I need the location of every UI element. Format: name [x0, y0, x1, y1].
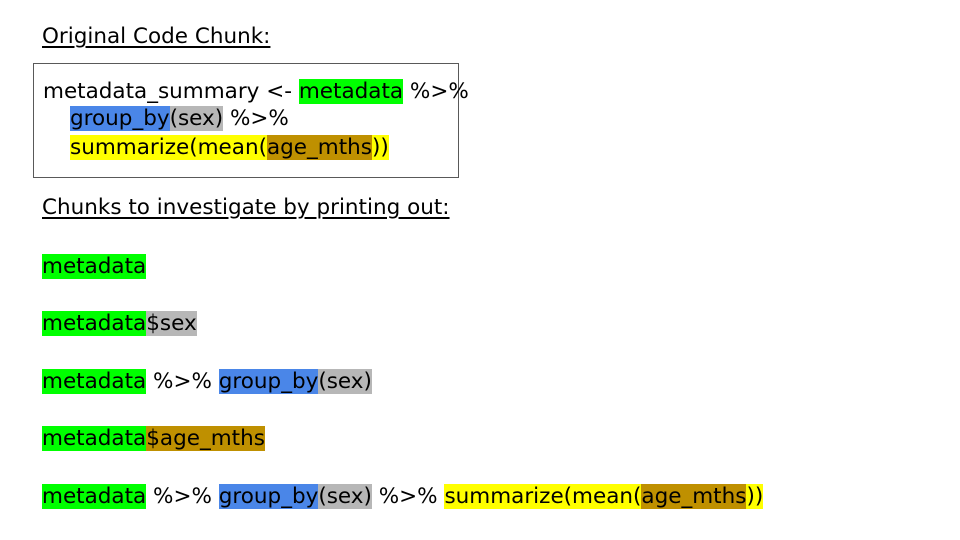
metadata-highlight: metadata: [42, 426, 147, 451]
original-code-box: metadata_summary <- metadata %>% group_b…: [33, 63, 469, 178]
group-by-highlight: group_by: [218, 369, 319, 394]
metadata-highlight: metadata: [298, 79, 404, 104]
age-mths-highlight: age_mths: [266, 135, 372, 160]
code-line-3: summarize(mean(age_mths)): [70, 135, 389, 161]
chunk-full-pipeline: metadata %>% group_by(sex) %>% summarize…: [42, 484, 764, 510]
code-assign-text: metadata_summary <-: [43, 79, 299, 104]
summarize-highlight: summarize(mean(: [70, 135, 267, 160]
summarize-close-highlight: )): [746, 484, 764, 509]
code-line-1: metadata_summary <- metadata %>%: [43, 79, 469, 105]
sex-highlight: (sex): [318, 369, 372, 394]
group-by-highlight: group_by: [218, 484, 319, 509]
summarize-highlight: summarize(mean(: [444, 484, 642, 509]
original-code-heading: Original Code Chunk:: [42, 24, 271, 49]
group-by-highlight: group_by: [70, 106, 170, 131]
sex-highlight: $sex: [146, 311, 197, 336]
metadata-highlight: metadata: [42, 311, 147, 336]
pipe-operator: %>%: [403, 79, 469, 104]
chunk-metadata-age: metadata$age_mths: [42, 426, 265, 452]
age-mths-highlight: age_mths: [641, 484, 747, 509]
chunk-group-by: metadata %>% group_by(sex): [42, 369, 372, 395]
summarize-close-highlight: )): [371, 135, 389, 160]
pipe-operator: %>%: [146, 484, 219, 509]
metadata-highlight: metadata: [42, 254, 147, 279]
code-line-2: group_by(sex) %>%: [70, 106, 289, 132]
chunk-metadata: metadata: [42, 254, 147, 280]
pipe-operator: %>%: [146, 369, 219, 394]
chunks-heading: Chunks to investigate by printing out:: [42, 195, 450, 220]
age-mths-highlight: $age_mths: [146, 426, 265, 451]
sex-highlight: (sex): [318, 484, 372, 509]
pipe-operator: %>%: [223, 106, 289, 131]
pipe-operator: %>%: [371, 484, 445, 509]
chunk-metadata-sex: metadata$sex: [42, 311, 197, 337]
sex-highlight: (sex): [169, 106, 224, 131]
metadata-highlight: metadata: [42, 369, 147, 394]
metadata-highlight: metadata: [42, 484, 147, 509]
